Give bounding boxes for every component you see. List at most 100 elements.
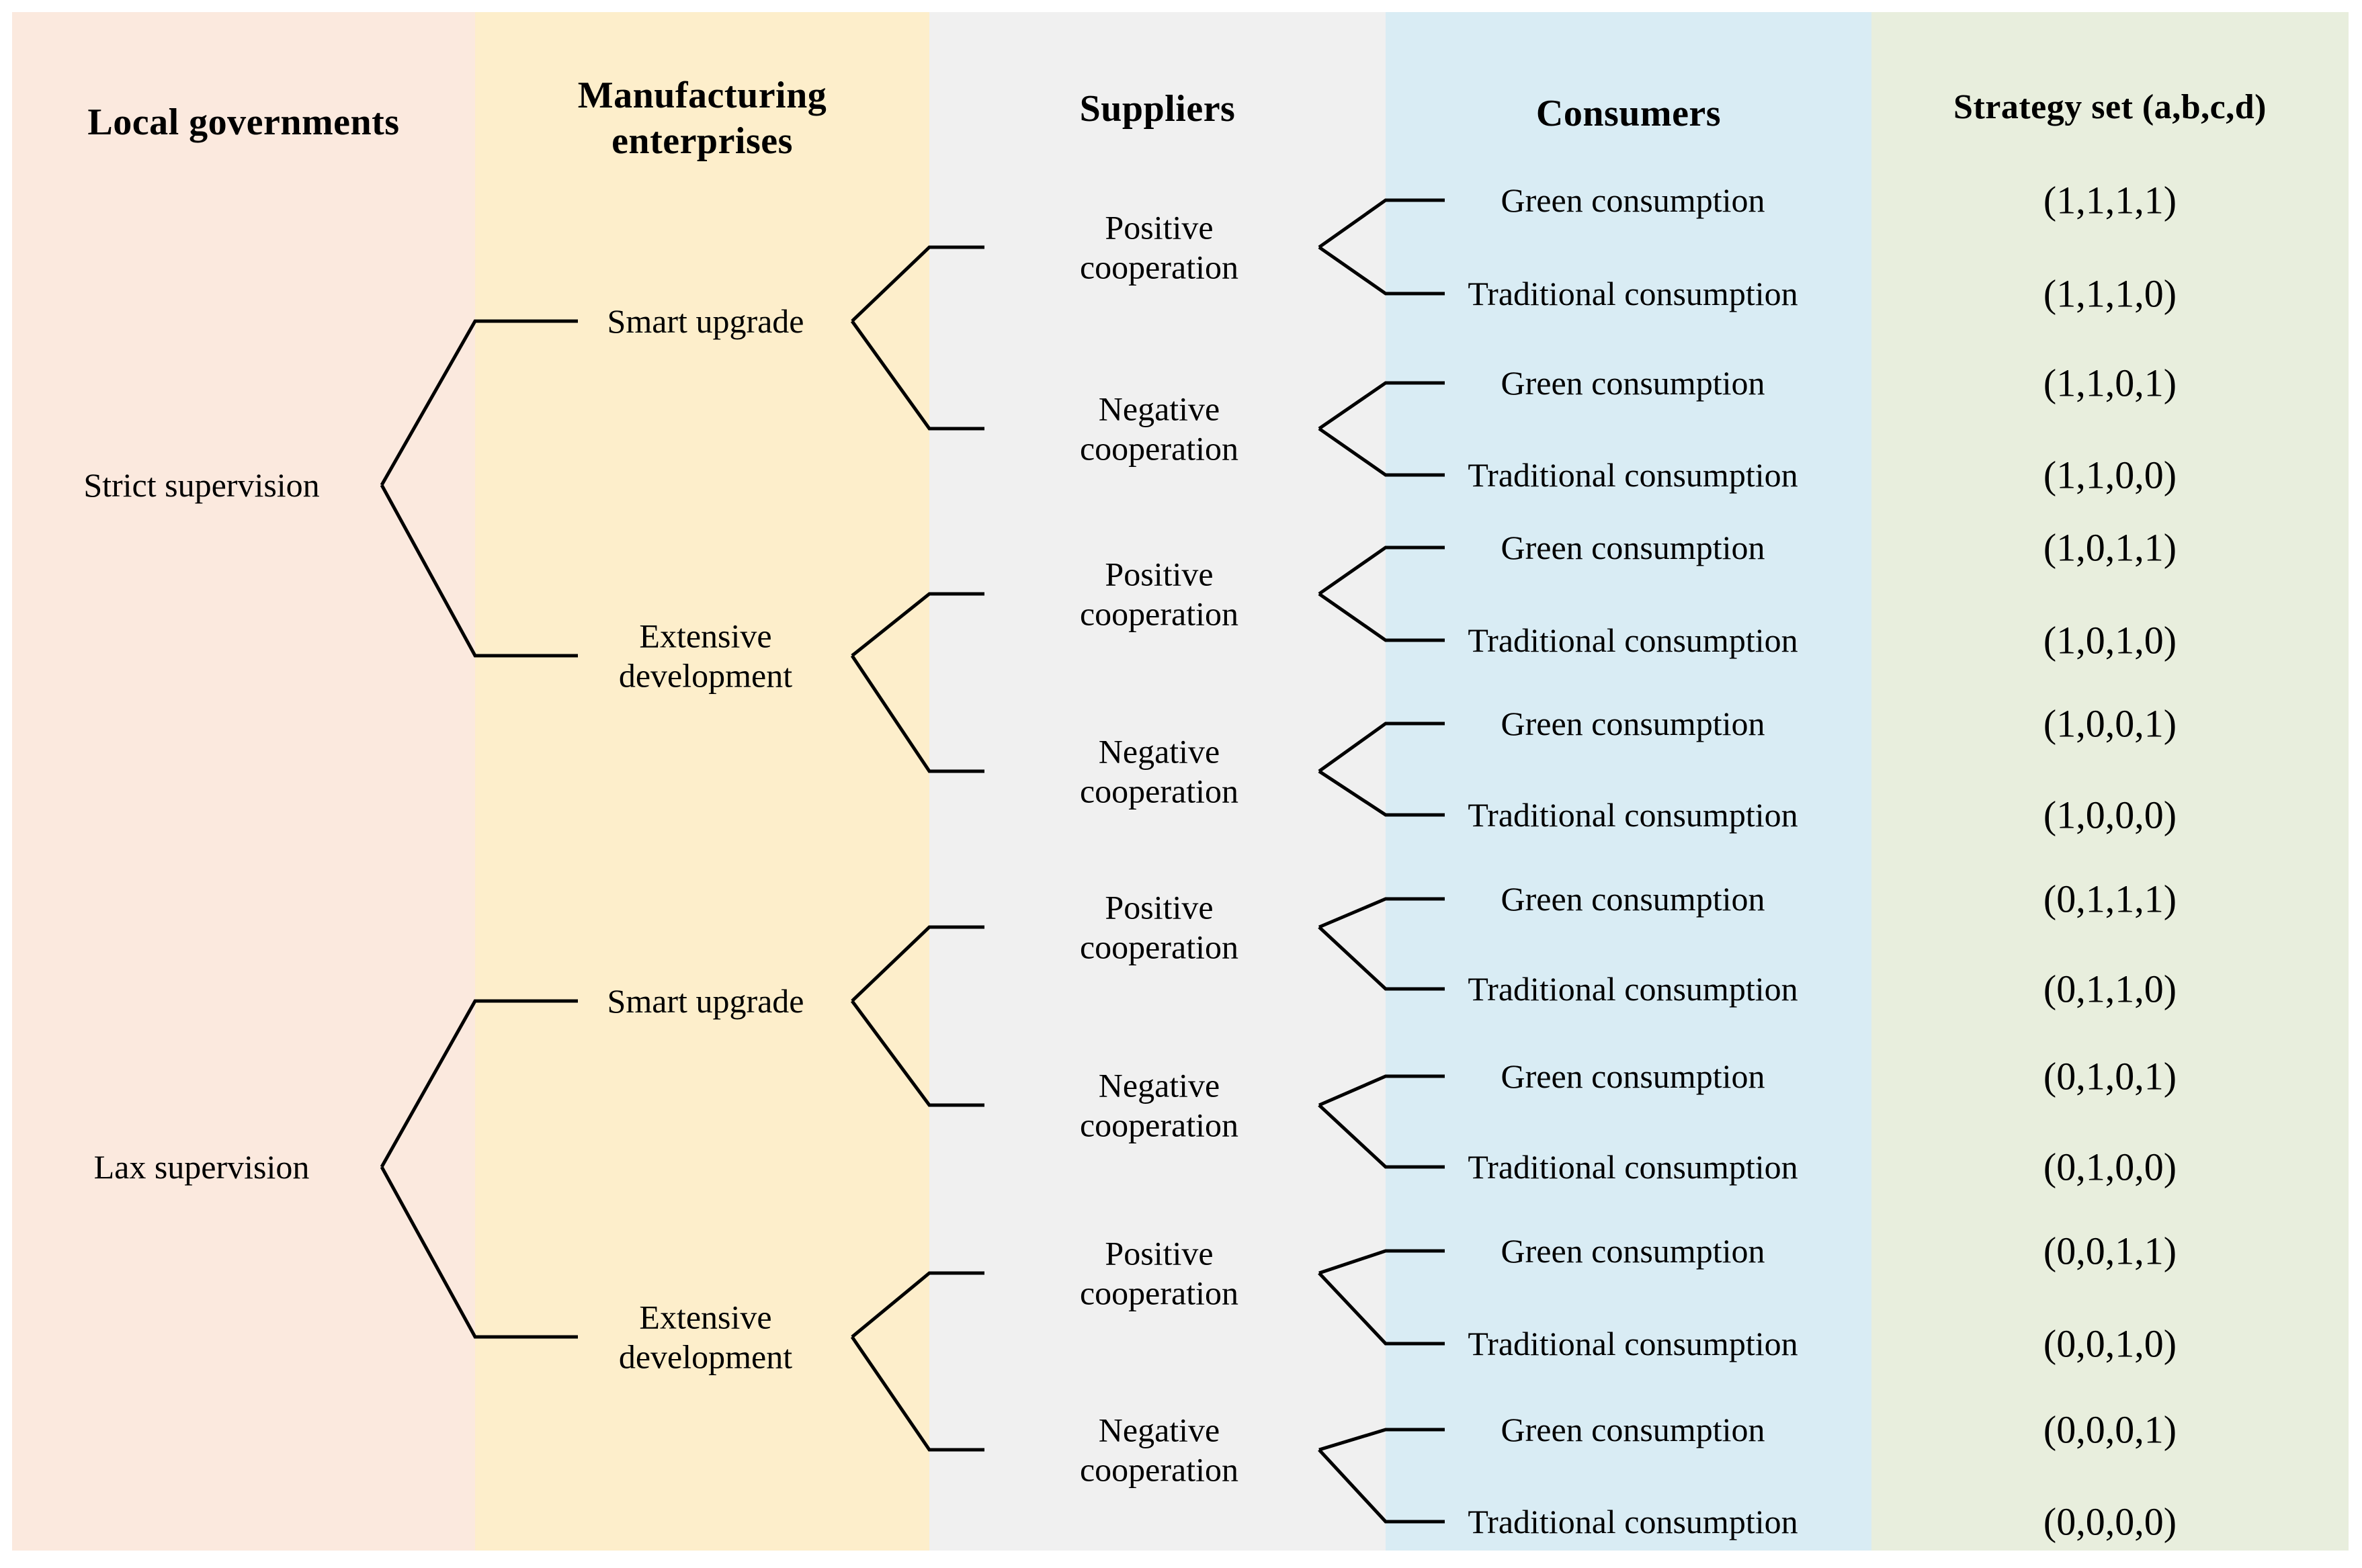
node-label: cooperation (1079, 1106, 1238, 1143)
node-label: Negative (1098, 732, 1220, 771)
consumer-node-3[interactable]: Traditional consumption (1398, 455, 1868, 495)
node-label: Green consumption (1501, 528, 1765, 566)
node-label: cooperation (1079, 1450, 1238, 1488)
strategy-set-9[interactable]: (0,1,1,0) (1871, 967, 2349, 1012)
node-label: Green consumption (1501, 1410, 1765, 1448)
node-label: Extensive (639, 1298, 772, 1336)
strategy-set-11[interactable]: (0,1,0,0) (1871, 1145, 2349, 1190)
node-label: Positive (1105, 555, 1214, 593)
government-node-0[interactable]: Strict supervision (27, 466, 376, 505)
strategy-set-14[interactable]: (0,0,0,1) (1871, 1407, 2349, 1452)
strategy-set-4[interactable]: (1,0,1,1) (1871, 525, 2349, 570)
consumer-node-9[interactable]: Traditional consumption (1398, 969, 1868, 1009)
node-label: Traditional consumption (1468, 1324, 1798, 1362)
node-label: Positive (1105, 208, 1214, 247)
consumer-node-13[interactable]: Traditional consumption (1398, 1324, 1868, 1364)
consumer-node-5[interactable]: Traditional consumption (1398, 621, 1868, 660)
node-label: Traditional consumption (1468, 621, 1798, 659)
strategy-set-6[interactable]: (1,0,0,1) (1871, 701, 2349, 746)
column-band-strategy-set (1871, 12, 2349, 1551)
consumer-node-0[interactable]: Green consumption (1398, 181, 1868, 220)
node-label: cooperation (1079, 1274, 1238, 1311)
node-label: Smart upgrade (607, 982, 804, 1020)
strategy-set-12[interactable]: (0,0,1,1) (1871, 1229, 2349, 1274)
strategy-set-0[interactable]: (1,1,1,1) (1871, 178, 2349, 223)
node-label: (1,0,0,0) (2043, 793, 2177, 837)
node-label: Traditional consumption (1468, 455, 1798, 494)
column-header-manufacturing-enterprises: Manufacturing enterprises (475, 73, 929, 165)
node-label: (0,0,0,0) (2043, 1499, 2177, 1544)
node-label: Negative (1098, 390, 1220, 428)
consumer-node-14[interactable]: Green consumption (1398, 1410, 1868, 1450)
column-header-consumers: Consumers (1535, 93, 1722, 134)
consumer-node-4[interactable]: Green consumption (1398, 528, 1868, 568)
government-node-1[interactable]: Lax supervision (27, 1147, 376, 1187)
strategy-set-15[interactable]: (0,0,0,0) (1871, 1499, 2349, 1544)
node-label: Green consumption (1501, 704, 1765, 742)
node-label: (0,1,0,0) (2043, 1145, 2177, 1189)
strategy-set-13[interactable]: (0,0,1,0) (1871, 1321, 2349, 1366)
strategy-set-2[interactable]: (1,1,0,1) (1871, 361, 2349, 406)
column-header-suppliers: Suppliers (1079, 88, 1236, 130)
strategy-set-1[interactable]: (1,1,1,0) (1871, 271, 2349, 316)
node-label: (0,1,0,1) (2043, 1054, 2177, 1098)
node-label: (1,1,1,0) (2043, 271, 2177, 316)
strategy-set-8[interactable]: (0,1,1,1) (1871, 877, 2349, 922)
consumer-node-12[interactable]: Green consumption (1398, 1231, 1868, 1271)
node-label: cooperation (1079, 772, 1238, 810)
node-label: Lax supervision (93, 1147, 310, 1186)
consumer-node-7[interactable]: Traditional consumption (1398, 795, 1868, 835)
node-label: cooperation (1079, 248, 1238, 286)
consumer-node-11[interactable]: Traditional consumption (1398, 1147, 1868, 1187)
column-header-manufacturing-line2: enterprises (611, 120, 793, 163)
node-label: Green consumption (1501, 363, 1765, 402)
column-band-local-governments (12, 12, 475, 1551)
manufacturer-node-0[interactable]: Smart upgrade (531, 302, 880, 341)
node-label: (1,0,1,0) (2043, 618, 2177, 662)
node-label: Strict supervision (83, 466, 320, 504)
node-label: (1,1,0,0) (2043, 453, 2177, 497)
node-label: Positive (1105, 1234, 1214, 1272)
node-label: (1,1,1,1) (2043, 178, 2177, 222)
node-label: (1,1,0,1) (2043, 361, 2177, 405)
strategy-set-5[interactable]: (1,0,1,0) (1871, 618, 2349, 663)
node-label: Extensive (639, 617, 772, 655)
node-label: Green consumption (1501, 1057, 1765, 1095)
node-label: development (618, 1338, 793, 1375)
node-label: Traditional consumption (1468, 795, 1798, 834)
node-label: (0,1,1,0) (2043, 967, 2177, 1011)
node-label: cooperation (1079, 595, 1238, 632)
node-label: Positive (1105, 888, 1214, 926)
node-label: Traditional consumption (1468, 1147, 1798, 1186)
consumer-node-15[interactable]: Traditional consumption (1398, 1502, 1868, 1542)
consumer-node-8[interactable]: Green consumption (1398, 879, 1868, 919)
consumer-node-2[interactable]: Green consumption (1398, 363, 1868, 403)
consumer-node-10[interactable]: Green consumption (1398, 1057, 1868, 1096)
node-label: Traditional consumption (1468, 1502, 1798, 1540)
node-label: Green consumption (1501, 1231, 1765, 1270)
node-label: Green consumption (1501, 879, 1765, 918)
consumer-node-6[interactable]: Green consumption (1398, 704, 1868, 744)
strategy-set-3[interactable]: (1,1,0,0) (1871, 453, 2349, 498)
column-band-consumers (1386, 12, 1871, 1551)
node-label: Negative (1098, 1066, 1220, 1104)
consumer-node-1[interactable]: Traditional consumption (1398, 274, 1868, 314)
strategy-set-7[interactable]: (1,0,0,0) (1871, 793, 2349, 838)
node-label: cooperation (1079, 928, 1238, 965)
node-label: (0,0,0,1) (2043, 1407, 2177, 1452)
column-header-manufacturing-line1: Manufacturing (577, 75, 827, 116)
manufacturer-node-2[interactable]: Smart upgrade (531, 982, 880, 1021)
column-header-local-governments: Local governments (87, 101, 400, 143)
strategy-set-10[interactable]: (0,1,0,1) (1871, 1054, 2349, 1099)
